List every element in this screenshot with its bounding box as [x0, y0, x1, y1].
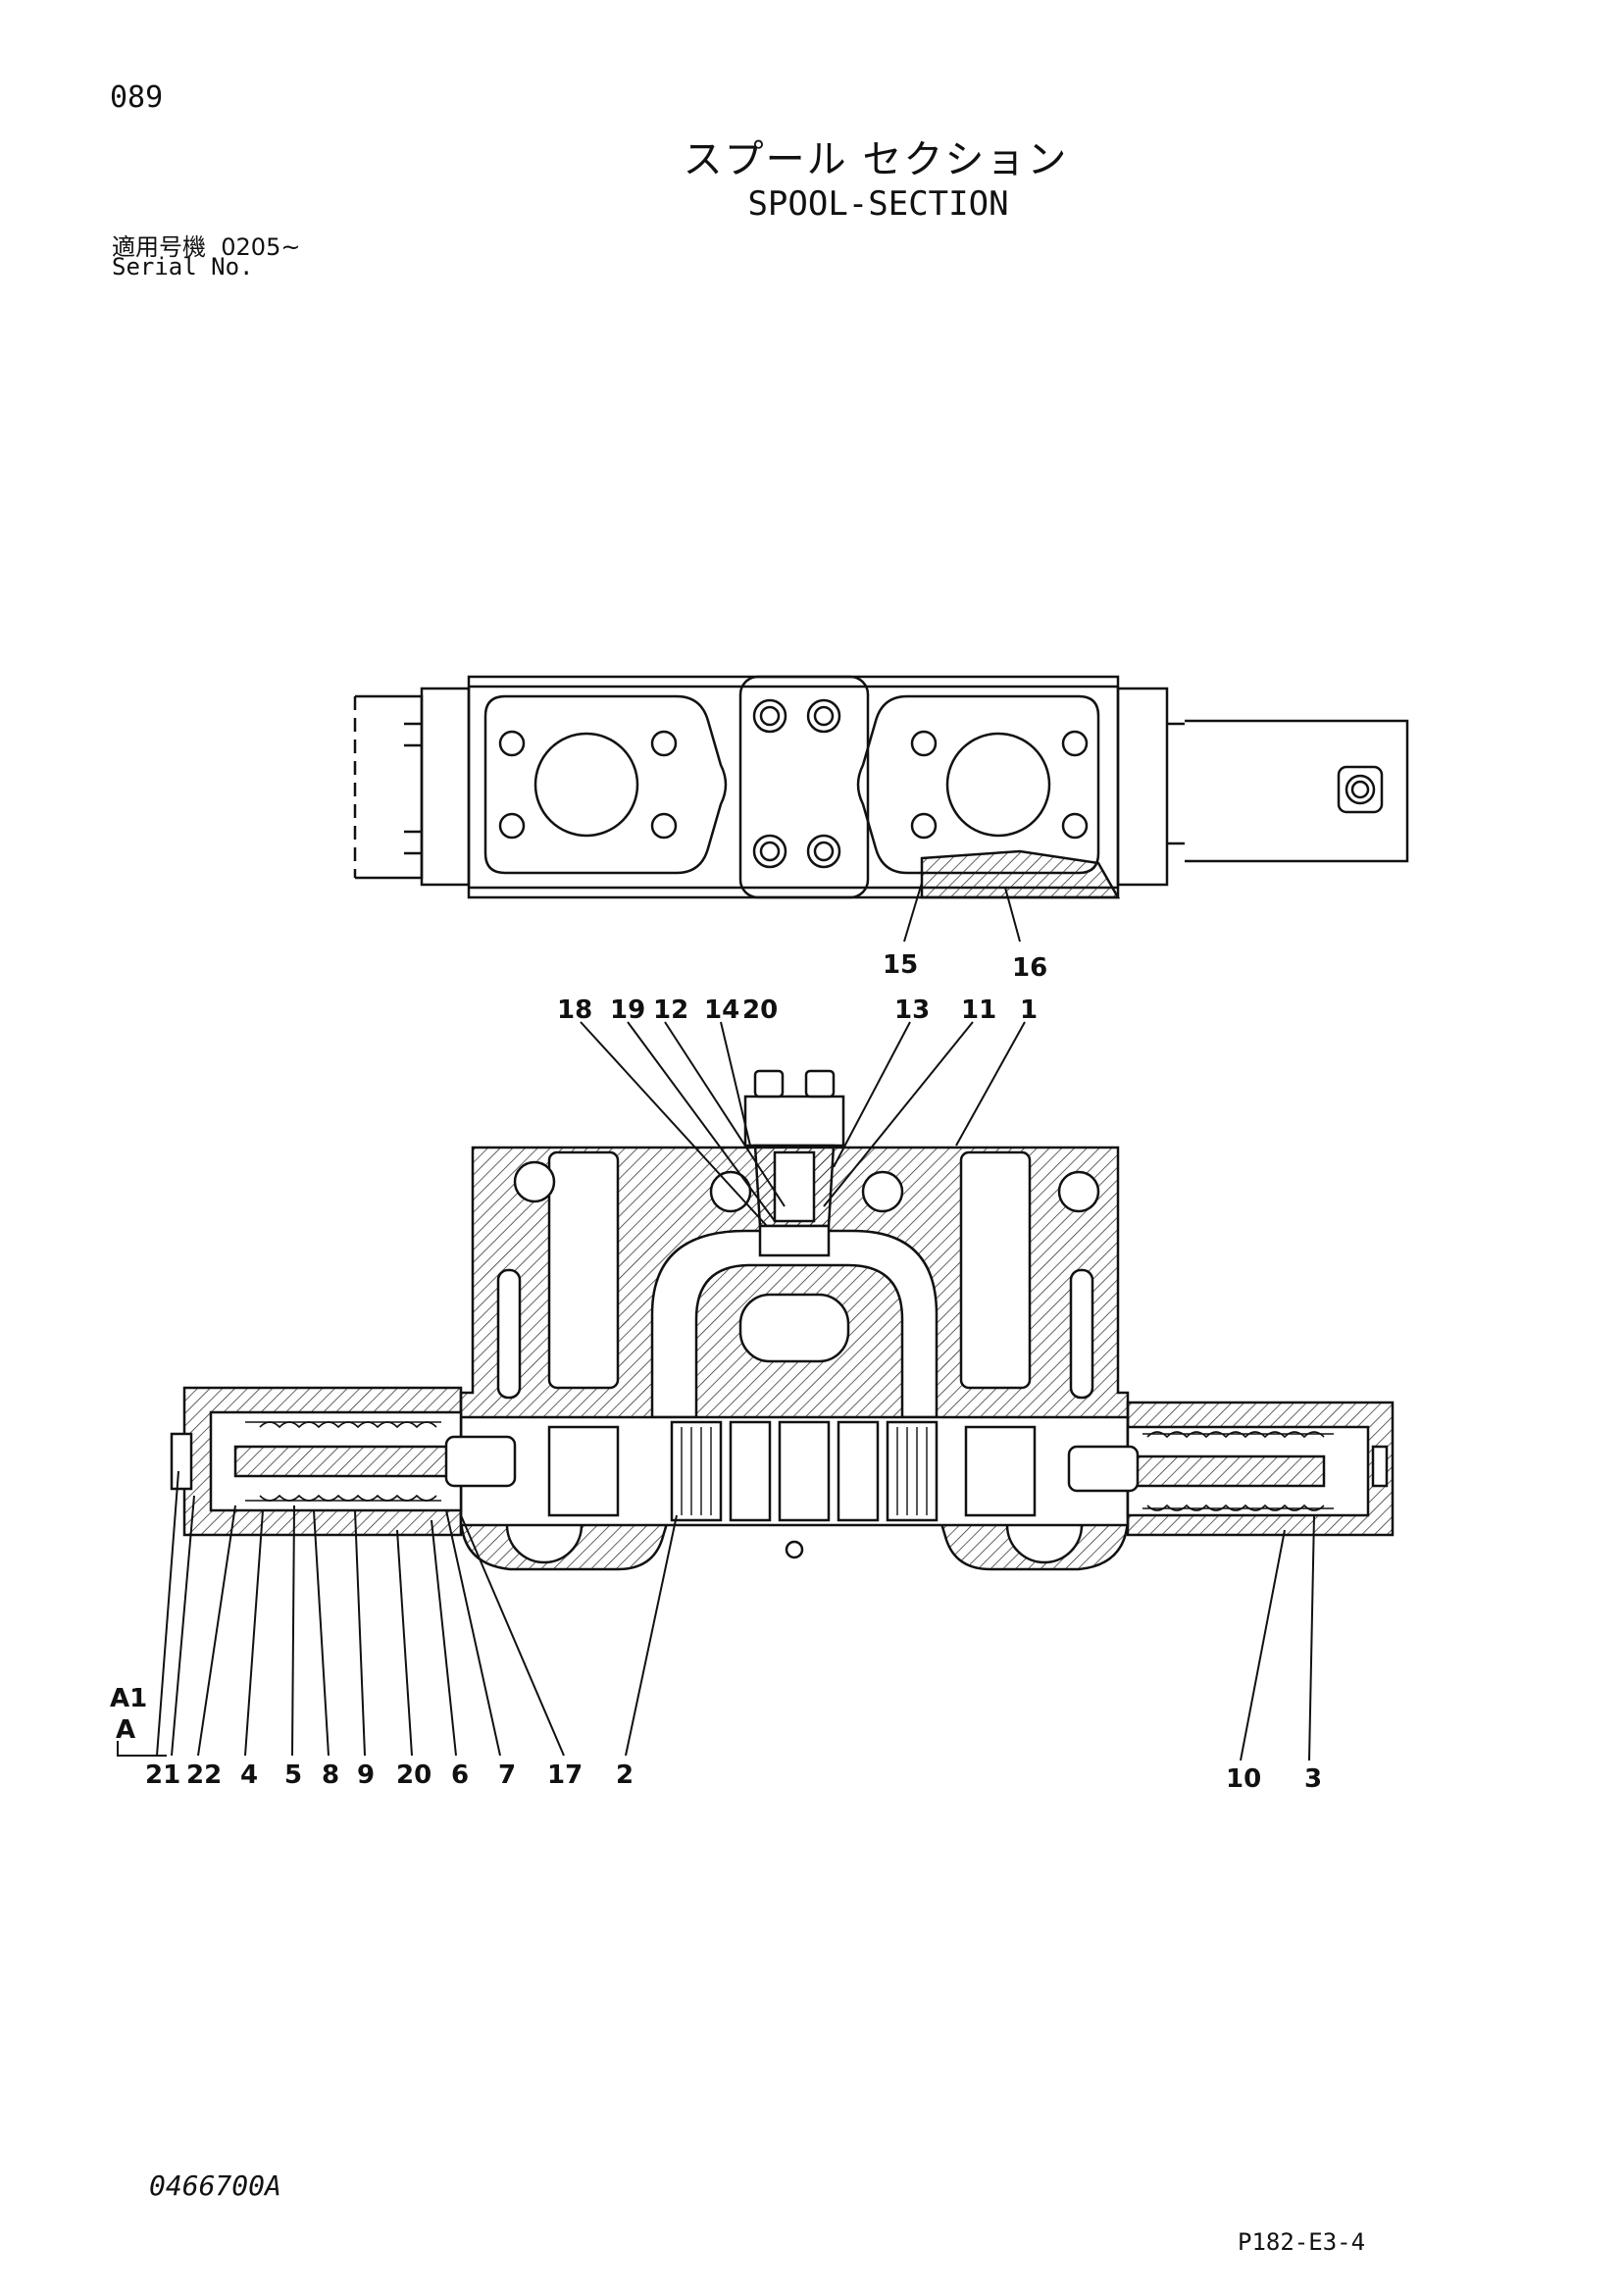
callout-4: 4	[240, 1760, 258, 1790]
callout-1: 1	[1020, 995, 1038, 1025]
serial-number-value: 0205~	[221, 233, 301, 261]
callout-14: 14	[704, 995, 739, 1025]
callout-10: 10	[1226, 1764, 1261, 1794]
callout-15: 15	[883, 950, 918, 980]
reference-code: P182-E3-4	[1238, 2228, 1366, 2256]
callout-19: 19	[610, 995, 645, 1025]
leader-lines	[117, 882, 1315, 1761]
section-view	[170, 1069, 1395, 1571]
callout-8: 8	[322, 1760, 339, 1790]
top-view	[353, 675, 1409, 899]
callout-2: 2	[616, 1760, 634, 1790]
callout-6: 6	[451, 1760, 469, 1790]
callout-11: 11	[961, 995, 996, 1025]
callout-9: 9	[357, 1760, 375, 1790]
section-mark-a1: A1	[110, 1684, 147, 1713]
callout-7: 7	[498, 1760, 516, 1790]
serial-label-english: Serial No.	[112, 253, 254, 281]
serial-label-jp-text: 適用号機	[112, 233, 206, 261]
callout-21: 21	[145, 1760, 180, 1790]
callout-5: 5	[284, 1760, 302, 1790]
callout-20-lower: 20	[396, 1760, 431, 1790]
callout-12: 12	[653, 995, 688, 1025]
page-title-english: SPOOL-SECTION	[747, 184, 1009, 224]
document-code: 0466700A	[149, 2169, 281, 2202]
callout-17: 17	[547, 1760, 583, 1790]
callout-3: 3	[1304, 1764, 1322, 1794]
serial-label-japanese: 適用号機 0205~	[112, 228, 300, 262]
callout-16: 16	[1012, 953, 1047, 983]
callout-18: 18	[557, 995, 592, 1025]
page-number: 089	[110, 80, 164, 115]
callout-labels: 15 16 18 19 12 14 20 13 11 1 21 22 4 5 8…	[110, 950, 1322, 1794]
callout-13: 13	[894, 995, 930, 1025]
callout-20-upper: 20	[742, 995, 778, 1025]
callout-22: 22	[186, 1760, 222, 1790]
section-mark-a: A	[116, 1715, 135, 1745]
page-title-japanese: スプール セクション	[683, 137, 1069, 182]
